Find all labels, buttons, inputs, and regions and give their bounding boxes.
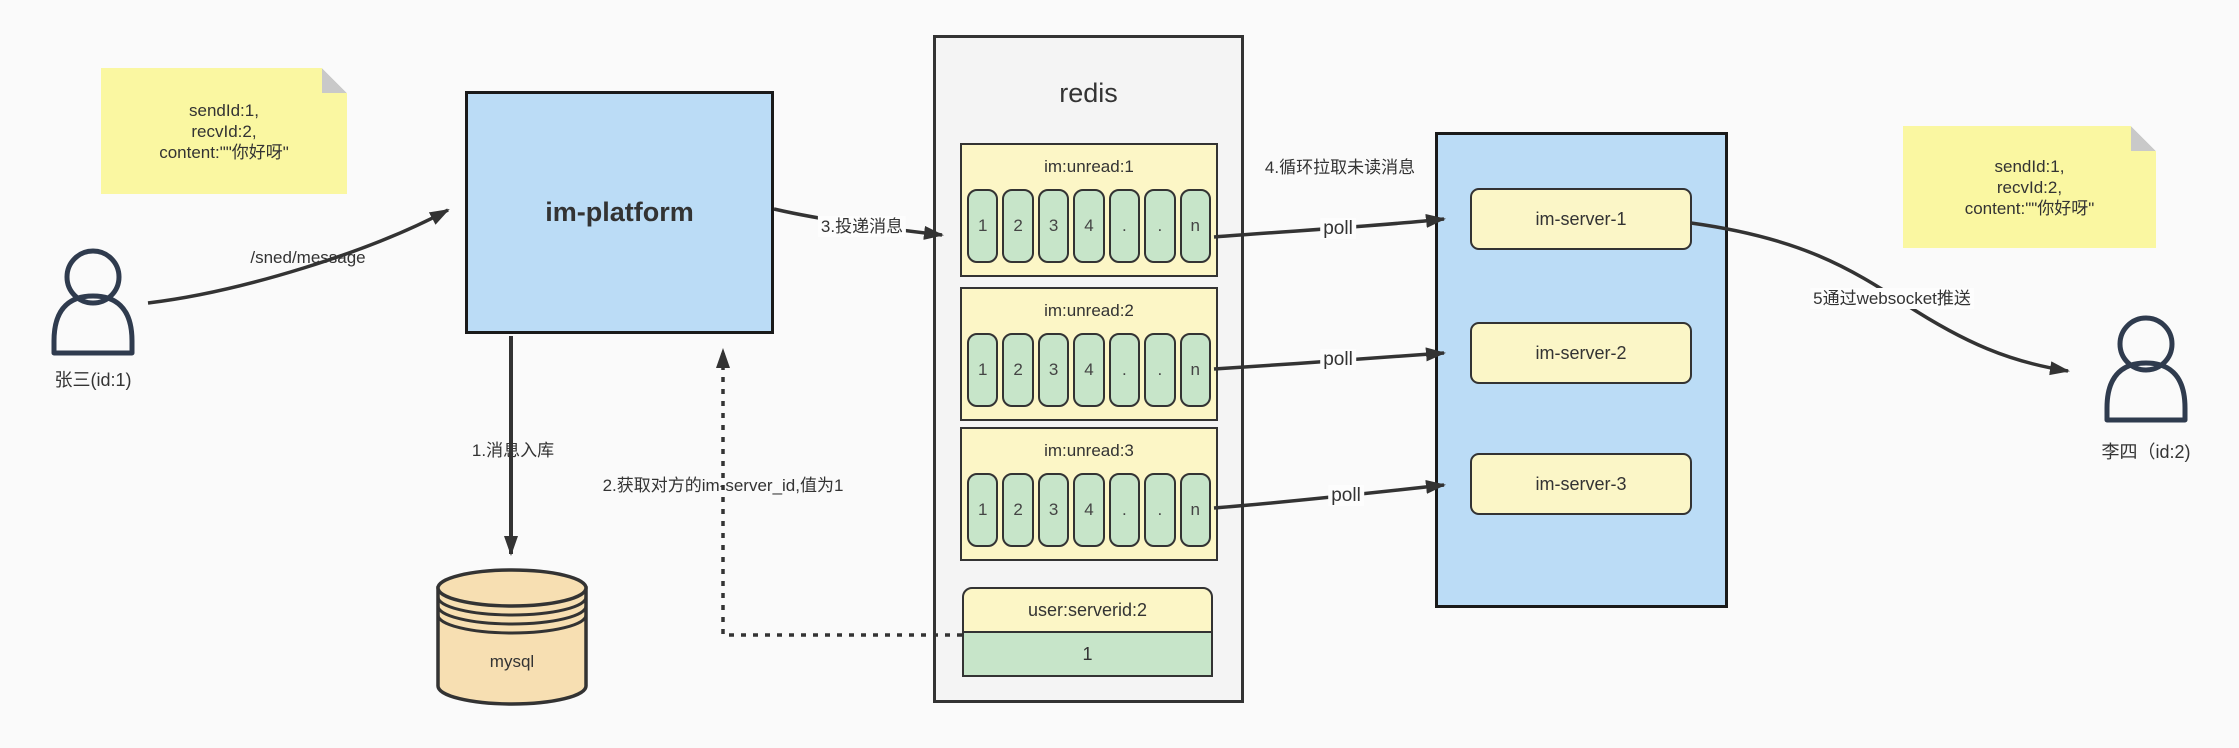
queue-cell: . xyxy=(1108,473,1141,547)
flow-step3-label: 3.投递消息 xyxy=(817,216,907,237)
queue-cell: n xyxy=(1179,189,1211,263)
queue-cell: 4 xyxy=(1073,473,1105,547)
queue-cell: 4 xyxy=(1073,189,1105,263)
queue-cells: 1 2 3 4 . . n xyxy=(962,189,1216,263)
user-serverid-value: 1 xyxy=(962,633,1213,677)
user-serverid-box: user:serverid:2 1 xyxy=(962,587,1213,677)
note-fold-corner xyxy=(2131,126,2156,151)
queue-cell: n xyxy=(1179,473,1211,547)
queue-cell: 3 xyxy=(1037,189,1070,263)
queue-cells: 1 2 3 4 . . n xyxy=(962,333,1216,407)
queue-cell: 1 xyxy=(967,333,999,407)
request-note-right: sendId:1, recvId:2, content:""你好呀" xyxy=(1903,126,2156,248)
queue-cell: 1 xyxy=(967,473,999,547)
receiver-person-icon xyxy=(2104,315,2188,423)
queue-cell: 1 xyxy=(967,189,999,263)
queue-cell: . xyxy=(1144,333,1176,407)
flow-step1-label: 1.消息入库 xyxy=(471,441,555,460)
flow-step5-label: 5通过websocket推送 xyxy=(1810,288,1974,309)
im-server-2-node: im-server-2 xyxy=(1470,322,1692,384)
queue-cell: 4 xyxy=(1073,333,1105,407)
queue-cell: 2 xyxy=(1002,473,1034,547)
queue-im-unread-2: im:unread:2 1 2 3 4 . . n xyxy=(960,287,1218,421)
flow-step2-label: 2.获取对方的im-server_id,值为1 xyxy=(602,476,844,495)
flow-poll-label-2: poll xyxy=(1320,349,1356,370)
queue-im-unread-3: im:unread:3 1 2 3 4 . . n xyxy=(960,427,1218,561)
note-line: sendId:1, xyxy=(1994,156,2065,176)
im-server-1-node: im-server-1 xyxy=(1470,188,1692,250)
note-line: content:""你好呀" xyxy=(1964,198,2095,218)
queue-cell: 3 xyxy=(1037,473,1070,547)
sender-label: 张三(id:1) xyxy=(54,370,132,390)
queue-cell: 3 xyxy=(1037,333,1070,407)
queue-im-unread-1: im:unread:1 1 2 3 4 . . n xyxy=(960,143,1218,277)
redis-title: redis xyxy=(1059,78,1118,108)
note-line: recvId:2, xyxy=(1996,177,2063,197)
queue-cell: . xyxy=(1144,189,1176,263)
queue-label: im:unread:3 xyxy=(1044,441,1134,460)
queue-cell: . xyxy=(1108,333,1141,407)
im-platform-label: im-platform xyxy=(545,197,694,227)
queue-cell: 2 xyxy=(1002,333,1034,407)
note-fold-corner xyxy=(322,68,347,93)
im-server-1-label: im-server-1 xyxy=(1535,208,1627,229)
queue-cell: . xyxy=(1108,189,1141,263)
sender-person-icon xyxy=(51,248,135,356)
user-serverid-key: user:serverid:2 xyxy=(962,587,1213,633)
queue-cell: 2 xyxy=(1002,189,1034,263)
request-note-left: sendId:1, recvId:2, content:""你好呀" xyxy=(101,68,347,194)
im-platform-node: im-platform xyxy=(465,91,774,334)
flow-poll-label-1: poll xyxy=(1320,218,1356,239)
queue-cells: 1 2 3 4 . . n xyxy=(962,473,1216,547)
queue-cell: . xyxy=(1144,473,1176,547)
flow-poll-label-3: poll xyxy=(1328,485,1364,506)
mysql-label: mysql xyxy=(489,652,535,671)
receiver-label: 李四（id:2) xyxy=(2101,442,2191,462)
queue-label: im:unread:1 xyxy=(1044,157,1134,176)
flow-step4-label: 4.循环拉取未读消息 xyxy=(1264,158,1416,177)
queue-cell: n xyxy=(1179,333,1211,407)
note-line: recvId:2, xyxy=(191,121,257,141)
mysql-cylinder-icon xyxy=(436,568,588,706)
note-line: content:""你好呀" xyxy=(159,142,289,162)
note-line: sendId:1, xyxy=(189,100,259,120)
im-server-3-node: im-server-3 xyxy=(1470,453,1692,515)
im-server-3-label: im-server-3 xyxy=(1535,473,1627,494)
flow-send-label: /sned/message xyxy=(250,248,366,267)
im-server-2-label: im-server-2 xyxy=(1535,342,1627,363)
queue-label: im:unread:2 xyxy=(1044,301,1134,320)
